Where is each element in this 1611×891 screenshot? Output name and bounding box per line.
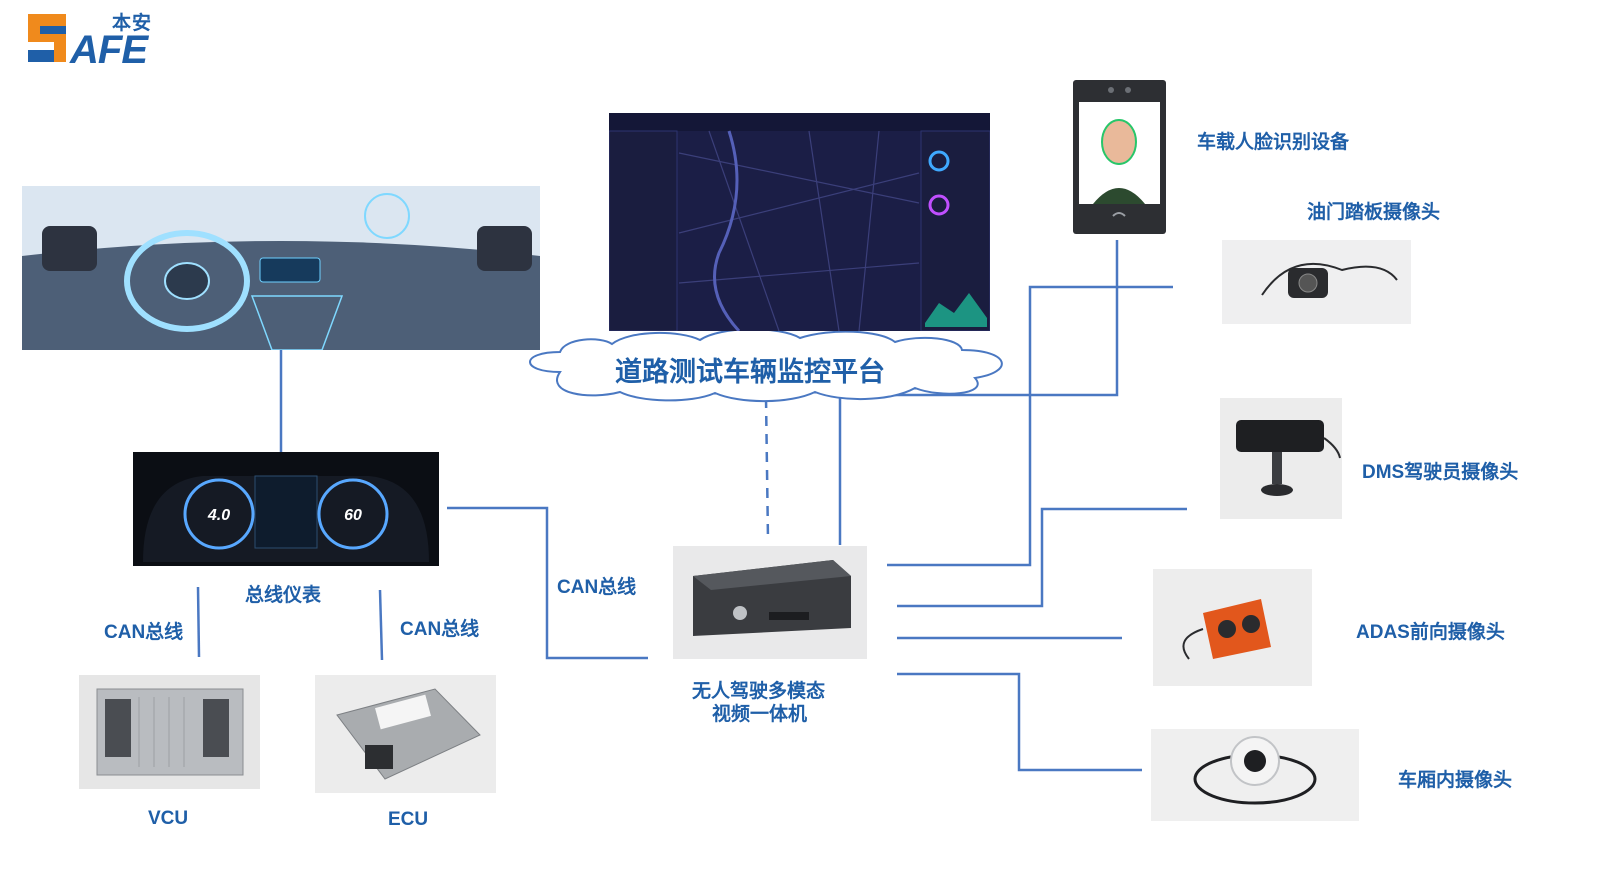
wire-unit-dms [897,507,1187,608]
wire-unit-cabin [897,672,1142,772]
pedal-camera-illustration [1261,262,1398,298]
wire-unit-face [838,240,1119,545]
cabin-camera-image [1151,729,1359,821]
cockpit-illustration [22,186,540,350]
vcu-image [79,675,260,789]
cabin-camera-illustration [1193,736,1317,805]
video-unit-label-line1: 无人驾驶多模态 [692,681,826,702]
adas-camera-image [1153,569,1312,686]
brand-logo: 本安 AFE [20,4,170,76]
face-device-label: 车载人脸识别设备 [1197,132,1350,153]
vcu-illustration [96,688,244,776]
logo-s-mark [28,14,66,62]
ecu-image [315,675,496,793]
cluster-label: 总线仪表 [245,585,322,606]
dms-camera-illustration [1236,420,1341,496]
platform-map-illustration [609,113,990,331]
cloud-shape [529,328,1003,403]
platform-title: 道路测试车辆监控平台 [615,357,885,387]
instrument-cluster-image: 4.0 60 [133,452,439,566]
wire-cluster-vcu [196,586,201,658]
video-unit-illustration [693,560,851,636]
adas-camera-label: ADAS前向摄像头 [1356,622,1505,643]
pedal-camera-label: 油门踏板摄像头 [1307,202,1441,223]
can-bus-label-left: CAN总线 [104,622,184,643]
vehicle-cockpit-image [22,186,540,350]
face-device-image [1073,80,1166,234]
video-unit-label-line2: 视频一体机 [712,704,808,725]
platform-screen-image [609,113,990,331]
adas-camera-illustration [1182,599,1271,660]
video-unit-image [673,546,867,659]
logo-english-text: AFE [70,28,148,72]
wire-cluster-ecu [378,589,384,661]
pedal-camera-image [1222,240,1411,324]
ecu-label: ECU [388,809,429,830]
cluster-illustration: 4.0 60 [143,475,429,562]
cluster-left-gauge-value: 4.0 [207,507,230,524]
wire-cluster-unit [447,506,648,660]
cluster-right-gauge-value: 60 [344,507,362,524]
wire-platform-unit [764,397,770,541]
logo-chinese-text: 本安 [112,13,153,34]
dms-camera-label: DMS驾驶员摄像头 [1362,462,1519,483]
vcu-label: VCU [148,808,189,829]
face-device-illustration [1079,87,1160,217]
wire-unit-pedal [887,285,1173,567]
ecu-illustration [336,688,481,780]
dms-camera-image [1220,398,1342,519]
can-bus-label-mid: CAN总线 [400,619,480,640]
cabin-camera-label: 车厢内摄像头 [1398,770,1513,791]
can-bus-label-right: CAN总线 [557,577,637,598]
